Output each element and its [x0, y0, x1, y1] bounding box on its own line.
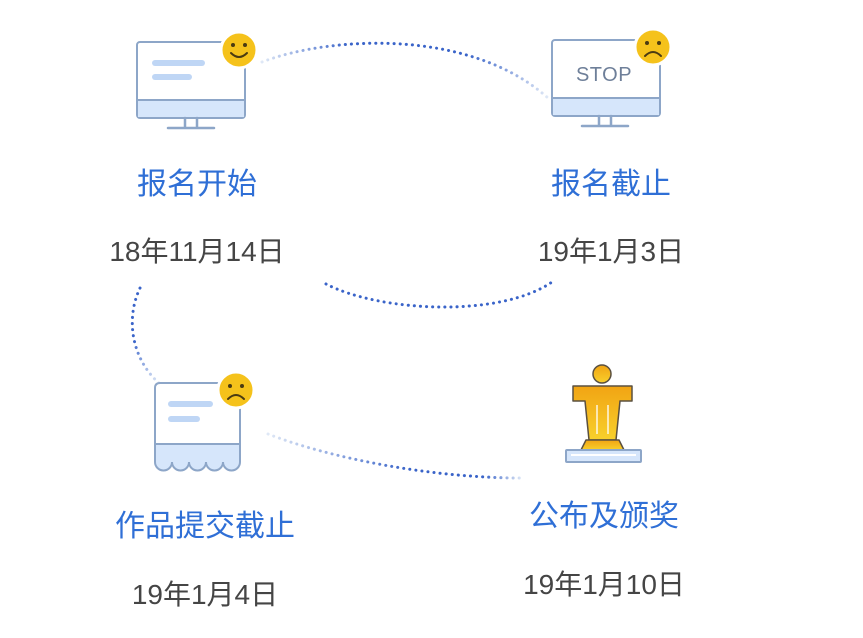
receipt-icon	[154, 382, 241, 472]
stop-screen-text: STOP	[576, 64, 632, 86]
monitor-stand	[166, 116, 216, 130]
stage-title: 报名截止	[551, 168, 671, 201]
text-line	[168, 401, 213, 407]
monitor-stop-icon: STOP	[551, 39, 661, 128]
sad-face-icon	[633, 27, 673, 67]
podium-trophy-icon	[565, 364, 642, 463]
text-line	[152, 60, 205, 66]
connector-dotted-line	[130, 286, 162, 386]
stage-date: 19年1月10日	[523, 569, 685, 600]
connector-dotted-line	[324, 280, 554, 309]
monitor-stand	[580, 114, 630, 128]
stage-title: 报名开始	[137, 168, 257, 201]
text-line	[168, 416, 200, 422]
smiley-face-icon	[219, 30, 259, 70]
stage-title: 作品提交截止	[115, 510, 295, 543]
monitor-icon	[136, 41, 246, 130]
stage-date: 19年1月3日	[537, 236, 685, 267]
connector-dotted-line	[260, 41, 550, 100]
trophy-head	[592, 364, 612, 384]
monitor-bezel	[553, 99, 659, 115]
trophy-body	[572, 385, 633, 441]
stage-date: 19年1月4日	[131, 579, 279, 610]
text-line	[152, 74, 192, 80]
stage-date: 18年11月14日	[109, 236, 285, 267]
connector-dotted-line	[266, 432, 524, 480]
stage-title: 公布及颁奖	[529, 500, 679, 533]
sad-face-icon	[216, 370, 256, 410]
monitor-bezel	[138, 101, 244, 117]
